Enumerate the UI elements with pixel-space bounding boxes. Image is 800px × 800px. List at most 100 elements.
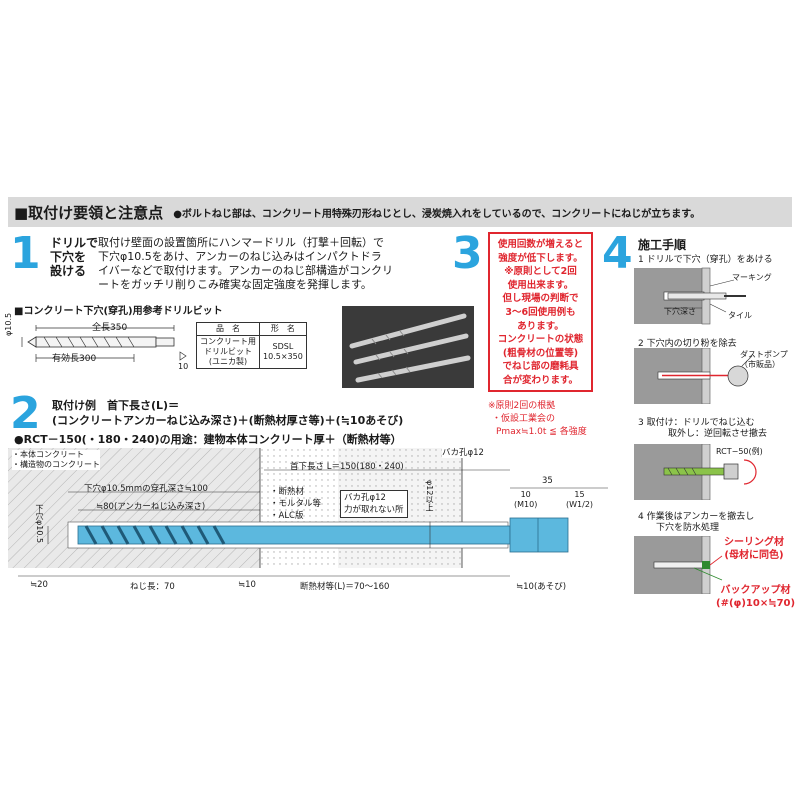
drill-diameter: φ10.5 (4, 312, 13, 336)
step4-item2-sketch (634, 348, 753, 404)
concrete-legend-line: ・構造物のコンクリート (12, 460, 100, 469)
step4-item4-line: 下穴を防水処理 (656, 523, 720, 533)
step3-line: 3〜6回使用例も (505, 306, 576, 318)
hole-depth-dimension: 下穴φ10.5mmの穿孔深さ≒100 (84, 484, 208, 494)
step4-number: 4 (602, 228, 633, 279)
neck-length-dimension: 首下長さ L＝150(180・240) (290, 462, 404, 472)
dim-value: 10 (520, 490, 531, 499)
step1-label-line: ドリルで (50, 236, 99, 250)
dust-pump-line: ダストポンプ (740, 350, 788, 359)
spec-product-name: コンクリート用 ドリルビット (ユニカ製) (196, 335, 260, 369)
step1-text-line: 取付け壁面の設置箇所にハンマードリル（打撃＋回転）で (98, 236, 384, 249)
section-header: ■取付け要領と注意点 ●ボルトねじ部は、コンクリート用特殊刃形ねじとし、浸炭焼入… (8, 197, 792, 227)
dim-value: (M10) (514, 500, 538, 509)
baka-diameter: φ12以上 (425, 480, 434, 512)
step1-text-line: ートをガッチリ削りこみ確実な固定強度を発揮します。 (98, 278, 372, 291)
drill-bit-diagram (21, 325, 187, 362)
baka-note-line: 力が取れない所 (344, 505, 404, 515)
step3-basis-line: ※原則2回の根拠 (488, 401, 556, 411)
dust-pump-line: （市販品） (740, 360, 780, 369)
step4-item4-sketch (634, 536, 723, 594)
step1-label-line: 下穴を (50, 250, 87, 264)
spec-model-line: 10.5×350 (263, 352, 303, 361)
backup-line: (#(φ)10×≒70) (716, 598, 796, 609)
spec-product-line: (ユニカ製) (208, 357, 248, 366)
dim-value: 15 (574, 490, 585, 499)
step3-line: (粗骨材の位置等) (502, 347, 579, 359)
drill-bits-image (342, 306, 474, 388)
insulation-item: ・ALC版 (270, 511, 304, 521)
step4-item3-line: 取外し：逆回転させ撤去 (668, 429, 768, 439)
dim-20: ≒20 (30, 580, 48, 590)
insulation-length: 断熱材等(L)＝70〜160 (300, 582, 390, 592)
step4-item4-text: 4 作業後はアンカーを撤去し 下穴を防水処理 (638, 512, 754, 534)
step4-item1-text: 1 ドリルで下穴（穿孔）をあける (638, 255, 773, 265)
drill-effective-length: 有効長300 (52, 354, 97, 364)
step4-item3-text: 3 取付け：ドリルでねじ込む 取外し：逆回転させ撤去 (638, 418, 767, 440)
drill-total-length: 全長350 (92, 323, 128, 333)
step3-caution-box: 使用回数が増えると 強度が低下します。 ※原則として2回 使用出来ます。 但し現… (488, 232, 593, 392)
tile-label: タイル (728, 311, 752, 320)
step2-number: 2 (10, 388, 41, 439)
step3-basis: ※原則2回の根拠 ・仮設工業会の Pmax≒1.0t ≦ 各強度 (488, 400, 600, 439)
dust-pump-label: ダストポンプ （市販品） (740, 350, 788, 370)
step3-basis-line: ・仮設工業会の (492, 414, 556, 424)
spec-product-line: ドリルビット (204, 347, 252, 356)
hole-diameter: 下穴φ10.5 (35, 504, 44, 544)
step4-item1-sketch (634, 267, 746, 325)
insulation-item: ・断熱材 (270, 487, 305, 497)
hole-depth-label: 下穴深さ (664, 307, 696, 316)
step3-line: 強度が低下します。 (498, 252, 583, 264)
step2-formula: 取付け例 首下長さ(L)＝ (コンクリートアンカーねじ込み深さ)＋(断熱材厚さ等… (52, 398, 403, 428)
step3-line: ※原則として2回 (504, 266, 577, 278)
drill-tip: 10 (178, 362, 189, 371)
insulation-list: ・断熱材 ・モルタル等 ・ALC版 (270, 486, 321, 522)
dim-35: 35 (542, 476, 553, 486)
step1-number: 1 (10, 228, 41, 279)
step3-line: 使用回数が増えると (497, 239, 584, 250)
step3-line: 但し現場の判断で (502, 293, 579, 305)
spec-header-name: 品 名 (196, 322, 260, 336)
step1-label-line: 設ける (50, 264, 87, 278)
step2-formula-line: (コンクリートアンカーねじ込み深さ)＋(断熱材厚さ等)＋(≒10あそび) (52, 414, 404, 427)
sealing-material-label: シーリング材 (母材に同色) (724, 536, 784, 562)
step3-number: 3 (452, 228, 483, 279)
dim-15-w12: 15 (W1/2) (566, 490, 593, 510)
step4-item2-text: 2 下穴内の切り粉を除去 (638, 339, 737, 349)
section-title: ■取付け要領と注意点 (14, 203, 164, 222)
step1-text: 取付け壁面の設置箇所にハンマードリル（打撃＋回転）で 下穴φ10.5をあけ、アン… (98, 236, 450, 292)
spec-model-line: SDSL (272, 342, 294, 351)
step1-text-line: イバーなどで取付けます。アンカーのねじ部構造がコンクリ (98, 264, 394, 277)
dim-10b: ≒10 (238, 580, 256, 590)
step3-line: あります。 (517, 320, 564, 332)
step3-line: 合が変わります。 (502, 374, 579, 386)
backup-material-label: バックアップ材 (#(φ)10×≒70) (716, 584, 795, 610)
concrete-legend: ・本体コンクリート ・構造物のコンクリート (12, 450, 100, 470)
sealing-line: シーリング材 (724, 537, 784, 548)
spec-model: SDSL 10.5×350 (259, 335, 307, 369)
rct-example-label: RCT−50(例) (716, 447, 763, 456)
step3-line: コンクリートの状態 (497, 334, 584, 346)
dim-value: (W1/2) (566, 500, 594, 509)
marking-label: マーキング (732, 273, 772, 282)
sealing-line: (母材に同色) (724, 550, 784, 561)
drill-bit-photo (342, 306, 474, 388)
step4-title: 施工手順 (638, 238, 687, 252)
baka-note-line: バカ孔φ12 (344, 493, 386, 503)
spec-header-model: 形 名 (259, 322, 307, 336)
insulation-item: ・モルタル等 (270, 499, 322, 509)
step1-text-line: 下穴φ10.5をあけ、アンカーのねじ込みはインパクトドラ (98, 250, 382, 263)
step3-line: でねじ部の磨耗具 (502, 361, 579, 373)
step2-formula-line: 取付け例 首下長さ(L)＝ (52, 399, 180, 412)
backup-line: バックアップ材 (720, 585, 791, 596)
step3-line: 使用出来ます。 (507, 279, 574, 291)
thread-length: ねじ長：70 (130, 582, 175, 592)
screw-depth-dimension: ≒80(アンカーねじ込み深さ) (96, 502, 206, 512)
step4-item3-sketch (634, 444, 757, 500)
play-dimension: ≒10(あそび) (516, 582, 567, 592)
dim-10-m10: 10 (M10) (514, 490, 537, 510)
step4-item4-line: 4 作業後はアンカーを撤去し (638, 512, 755, 522)
section-note: ●ボルトねじ部は、コンクリート用特殊刃形ねじとし、浸炭焼入れをしているので、コン… (173, 208, 701, 220)
concrete-legend-line: ・本体コンクリート (12, 450, 84, 459)
step1-label: ドリルで 下穴を 設ける (50, 236, 98, 278)
